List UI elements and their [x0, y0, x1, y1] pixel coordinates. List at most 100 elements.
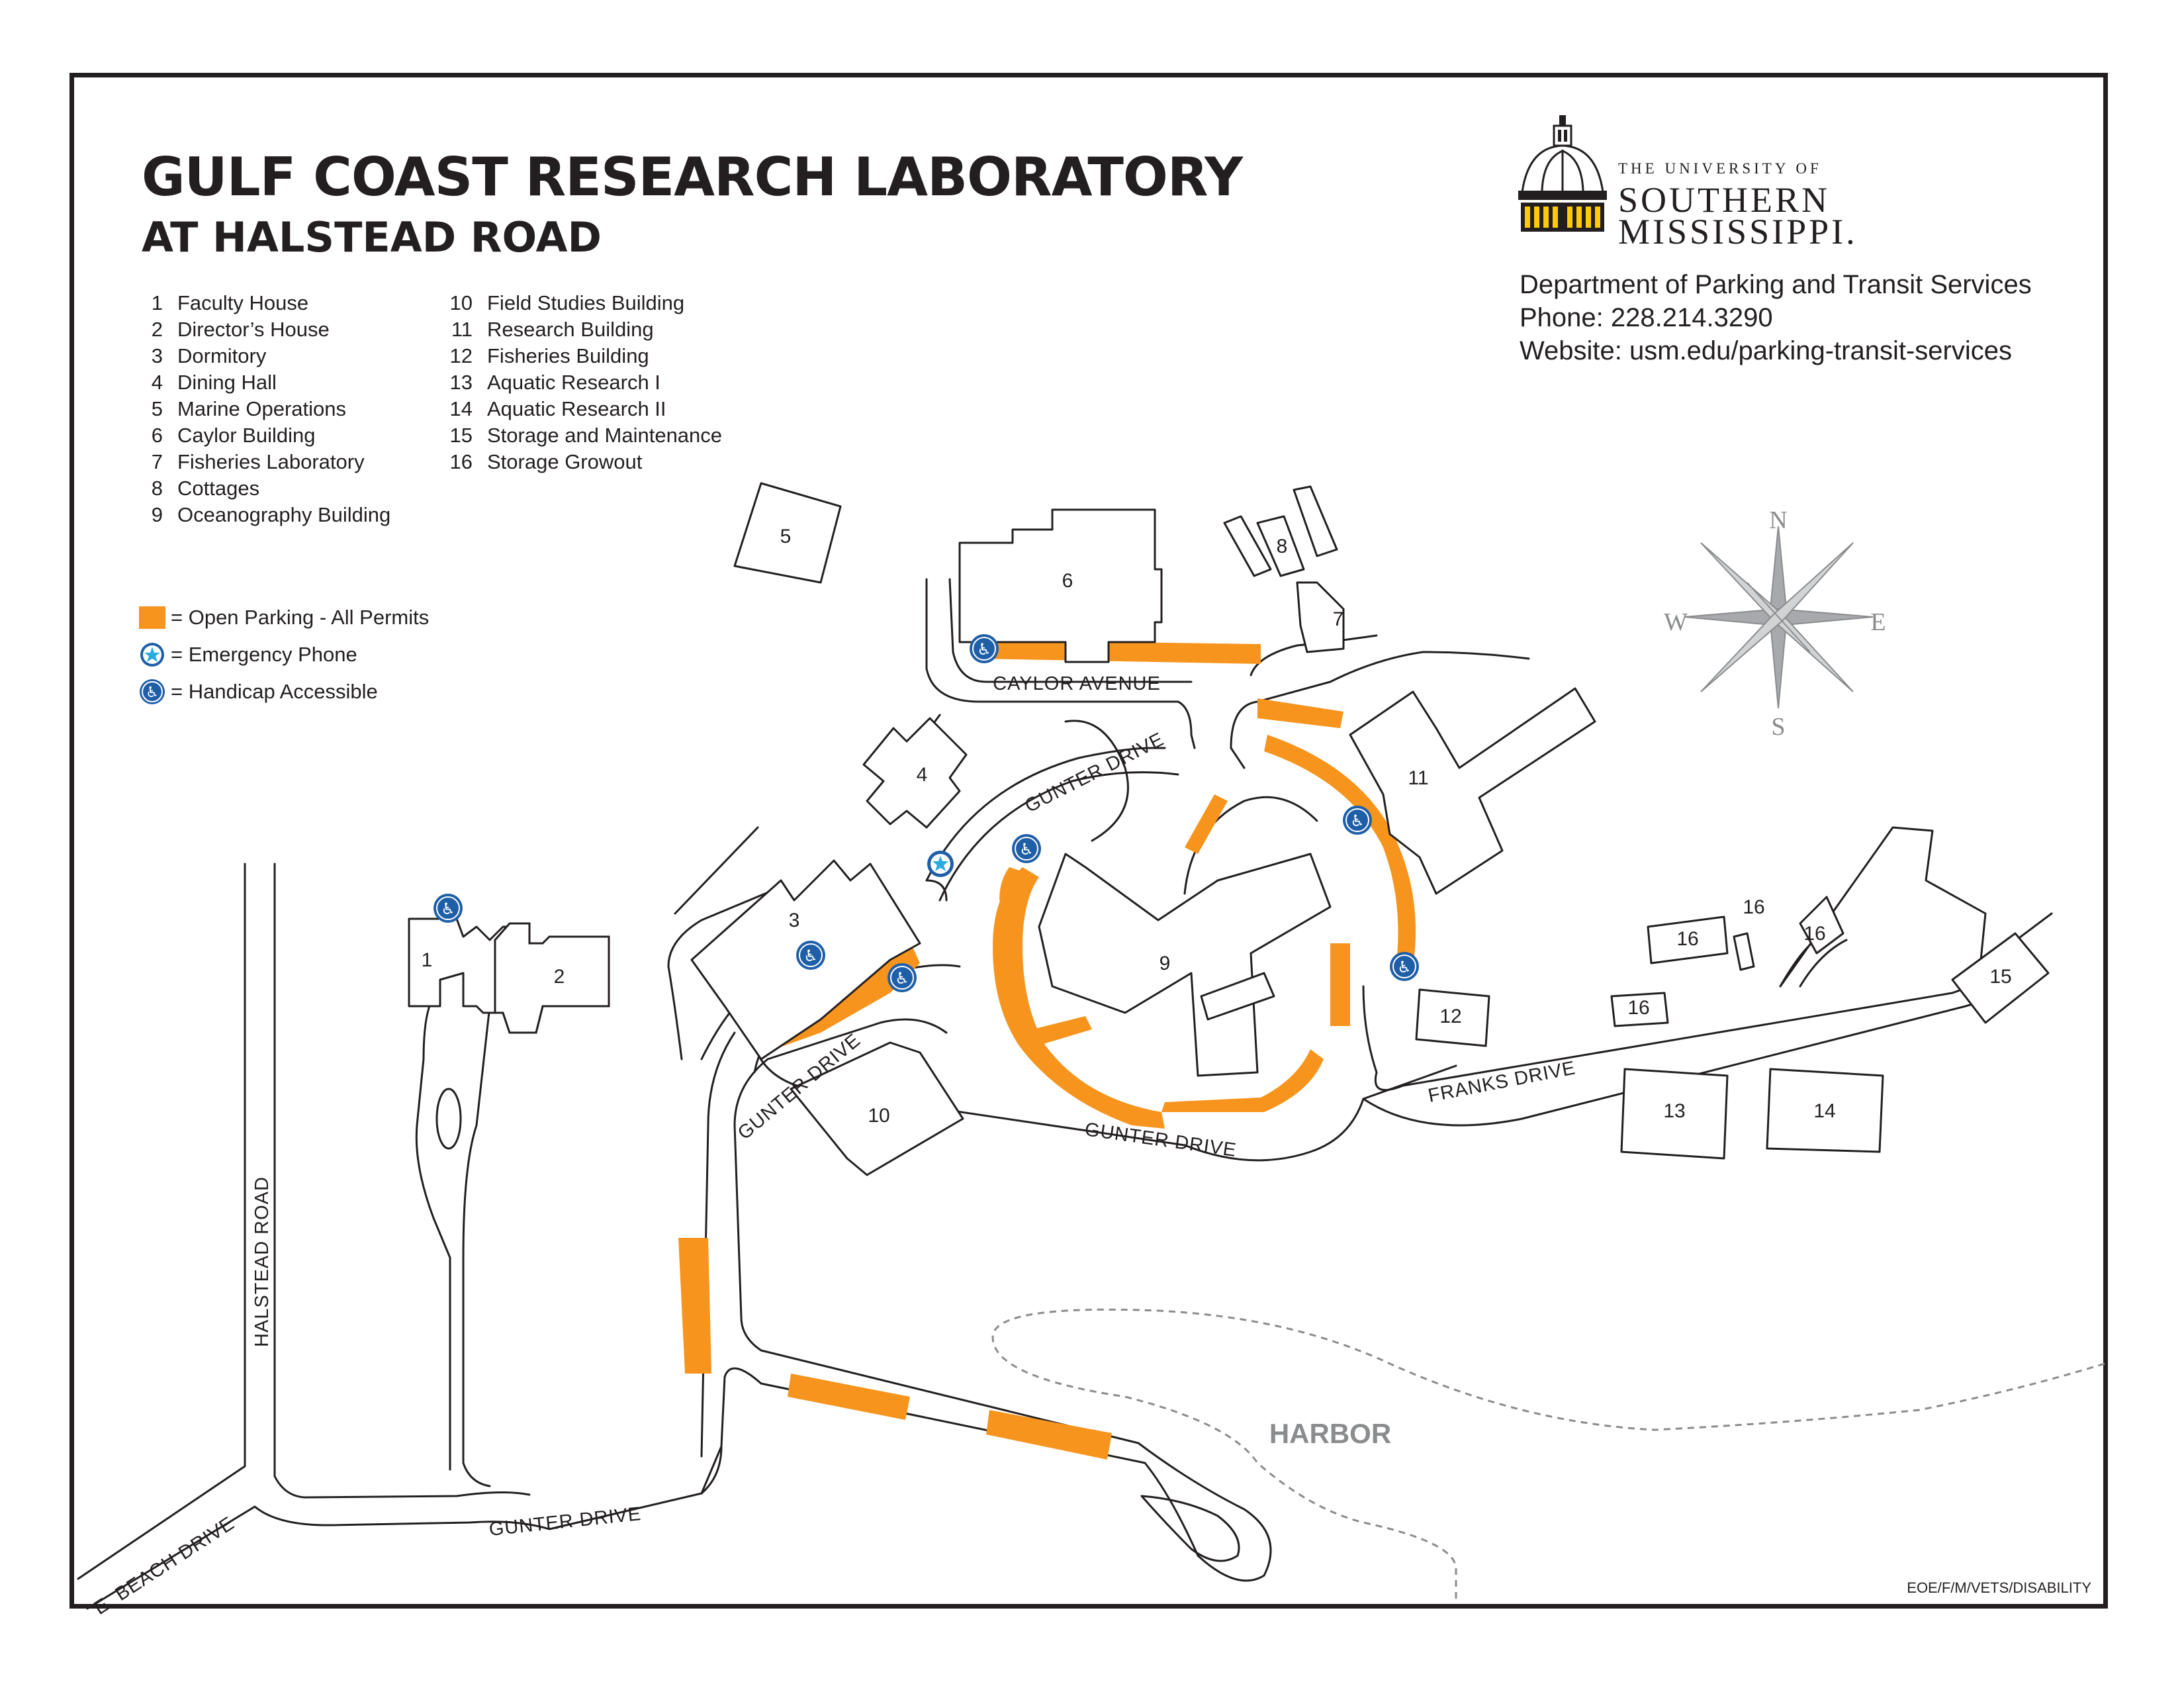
svg-text:♿: ♿	[441, 900, 455, 918]
building-12	[1415, 988, 1490, 1047]
building-7	[1296, 581, 1345, 653]
compass-s: S	[1771, 713, 1785, 741]
map-subtitle: AT HALSTEAD ROAD	[142, 213, 602, 261]
parking-gunter-south1	[788, 1374, 910, 1420]
building-4	[862, 717, 968, 829]
phone-number: Phone: 228.214.3290	[1520, 303, 1773, 332]
handicap-icon: ♿	[139, 679, 165, 705]
street-label-franks: FRANKS DRIVE	[1426, 1057, 1577, 1107]
parking-circle-ne	[1185, 794, 1228, 854]
parking-circle-south	[1161, 1049, 1324, 1112]
compass-n: N	[1769, 506, 1787, 534]
building-label: 12	[1439, 1006, 1461, 1027]
building-9	[1038, 853, 1332, 1077]
parking-circle-east-inner	[1330, 943, 1350, 1026]
dome-icon	[1518, 115, 1607, 232]
eoe-statement: EOE/F/M/VETS/DISABILITY	[1907, 1579, 2091, 1596]
map-legend: = Open Parking - All Permits = Emergency…	[139, 599, 429, 710]
building-6	[958, 508, 1163, 663]
parking-swatch-icon	[139, 604, 165, 631]
logo-line2: SOUTHERN	[1618, 180, 1831, 220]
handicap-icon: ♿	[1390, 952, 1419, 981]
building-16b	[1733, 932, 1755, 971]
handicap-icon: ♿	[887, 963, 917, 992]
svg-text:♿: ♿	[803, 947, 818, 965]
building-label: 10	[868, 1105, 889, 1127]
compass-w: W	[1664, 608, 1688, 636]
building-label: 14	[1813, 1100, 1835, 1122]
handicap-markers: ♿ ♿ ♿ ♿ ♿ ♿ ♿	[433, 634, 1419, 992]
building-10	[790, 1041, 964, 1176]
building-label: 16	[1743, 896, 1764, 918]
logo-line3: MISSISSIPPI.	[1618, 212, 1858, 252]
building-14	[1766, 1068, 1884, 1153]
usm-logo: THE UNIVERSITY OF SOUTHERN MISSISSIPPI.	[1516, 113, 1860, 250]
website-link[interactable]: Website: usm.edu/parking-transit-service…	[1520, 336, 2012, 365]
street-label-caylor: CAYLOR AVENUE	[993, 673, 1161, 694]
e-beach-drive	[86, 1018, 1272, 1610]
building-label: 7	[1333, 608, 1344, 630]
legend-handicap: ♿ = Handicap Accessible	[139, 673, 429, 710]
building-label: 16	[1676, 928, 1698, 950]
contact-info: Department of Parking and Transit Servic…	[1520, 268, 2032, 367]
caylor-avenue	[925, 578, 1196, 749]
street-label-halstead: HALSTEAD ROAD	[251, 1176, 273, 1347]
building-label: 2	[554, 966, 565, 988]
handicap-icon: ♿	[433, 894, 463, 923]
building-label: 9	[1160, 953, 1171, 974]
building-label: 15	[1989, 966, 2011, 988]
svg-text:♿: ♿	[146, 684, 159, 701]
building-label: 1	[422, 949, 433, 971]
building-label: 16	[1627, 997, 1649, 1019]
legend-phone: = Emergency Phone	[139, 636, 429, 673]
parking-circle-ring	[993, 867, 1165, 1129]
map-title: GULF COAST RESEARCH LABORATORY	[142, 146, 1243, 208]
street-label-beach: E. BEACH DRIVE	[90, 1513, 238, 1619]
handicap-icon: ♿	[970, 634, 999, 663]
building-2	[494, 922, 610, 1034]
parking-gunter-south2	[986, 1410, 1112, 1460]
building-label: 11	[1408, 767, 1428, 789]
parking-circle-sw	[1019, 1016, 1092, 1049]
svg-text:♿: ♿	[977, 640, 991, 659]
building-8	[1223, 485, 1338, 577]
building-label: 6	[1062, 570, 1073, 592]
building-label: 8	[1277, 536, 1288, 557]
building-label: 16	[1803, 923, 1825, 945]
parking-gunter-west	[678, 1238, 711, 1374]
street-label-gunter-lower: GUNTER DRIVE	[488, 1503, 642, 1540]
building-16d	[1610, 992, 1669, 1027]
harbor-shoreline	[991, 1308, 2105, 1602]
svg-text:♿: ♿	[1397, 958, 1412, 976]
emergency-phone-icon	[927, 851, 954, 877]
map-frame	[69, 73, 2108, 1609]
emergency-phone-icon	[139, 641, 165, 668]
building-9-annex	[1200, 972, 1275, 1021]
svg-text:♿: ♿	[1019, 840, 1034, 859]
handicap-icon: ♿	[1012, 834, 1041, 863]
building-label: 4	[917, 764, 928, 786]
building-16a	[1647, 915, 1729, 964]
building-13	[1620, 1068, 1729, 1160]
svg-text:♿: ♿	[1350, 812, 1365, 830]
legend-parking: = Open Parking - All Permits	[139, 599, 429, 636]
building-label: 3	[789, 910, 800, 931]
svg-text:♿: ♿	[895, 969, 909, 988]
